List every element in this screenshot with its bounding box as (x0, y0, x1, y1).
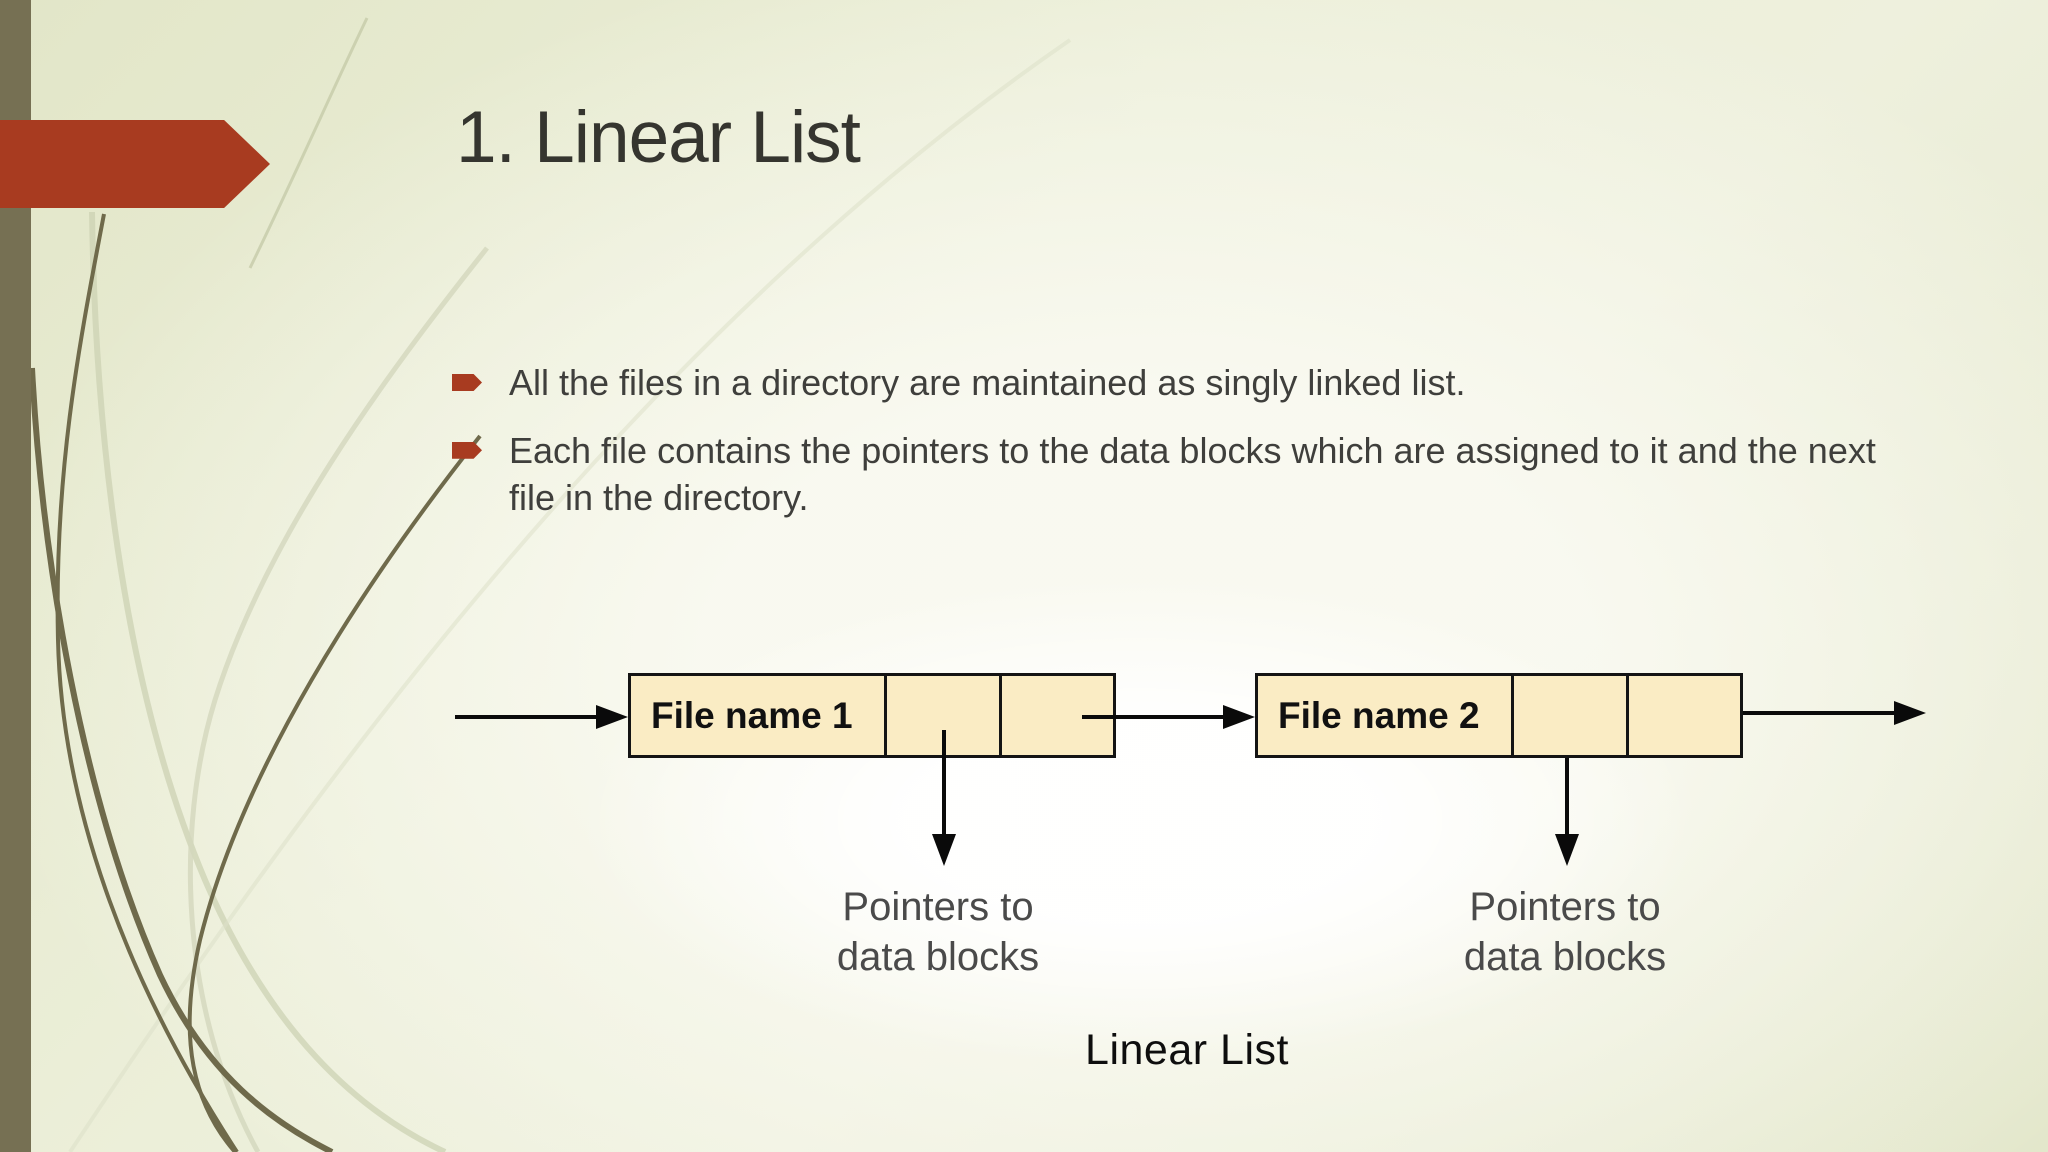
bullet-text: Each file contains the pointers to the d… (509, 429, 1876, 518)
bullet-arrow-icon (452, 374, 482, 391)
bullet-item: All the files in a directory are maintai… (452, 360, 1922, 407)
node-data-pointer-cell (887, 676, 1002, 755)
wisp-dark-curve (55, 213, 239, 1152)
node-name-cell: File name 1 (631, 676, 887, 755)
diagram-caption: Linear List (1085, 1026, 1289, 1074)
pointers-label: Pointers to data blocks (1463, 885, 1667, 979)
wisp-light-curve (89, 211, 447, 1152)
data-pointer-arrow-2 (1555, 758, 1579, 866)
bullet-arrow-icon (452, 441, 482, 459)
wisp-light-curve (68, 38, 1072, 1152)
next-node-arrow (1082, 705, 1255, 729)
list-node-file-2: File name 2 (1255, 673, 1743, 758)
bullet-list: All the files in a directory are maintai… (452, 360, 1922, 542)
wisp-light-curve (187, 246, 489, 1152)
wisp-dark-curve (29, 367, 334, 1152)
node-data-pointer-cell (1514, 676, 1629, 755)
wisp-dark-curve (187, 434, 482, 1152)
incoming-arrow (455, 705, 628, 729)
bullet-text: All the files in a directory are maintai… (509, 362, 1466, 403)
bullet-item: Each file contains the pointers to the d… (452, 428, 1922, 522)
node-name-cell: File name 2 (1258, 676, 1514, 755)
pointers-label: Pointers to data blocks (836, 885, 1040, 979)
list-node-file-1: File name 1 (628, 673, 1116, 758)
title-banner-arrow (0, 120, 270, 208)
data-pointer-arrow-1 (932, 730, 956, 866)
page-title: 1. Linear List (456, 97, 861, 178)
outgoing-arrow (1743, 701, 1926, 725)
wisp-light-curve (248, 17, 369, 269)
